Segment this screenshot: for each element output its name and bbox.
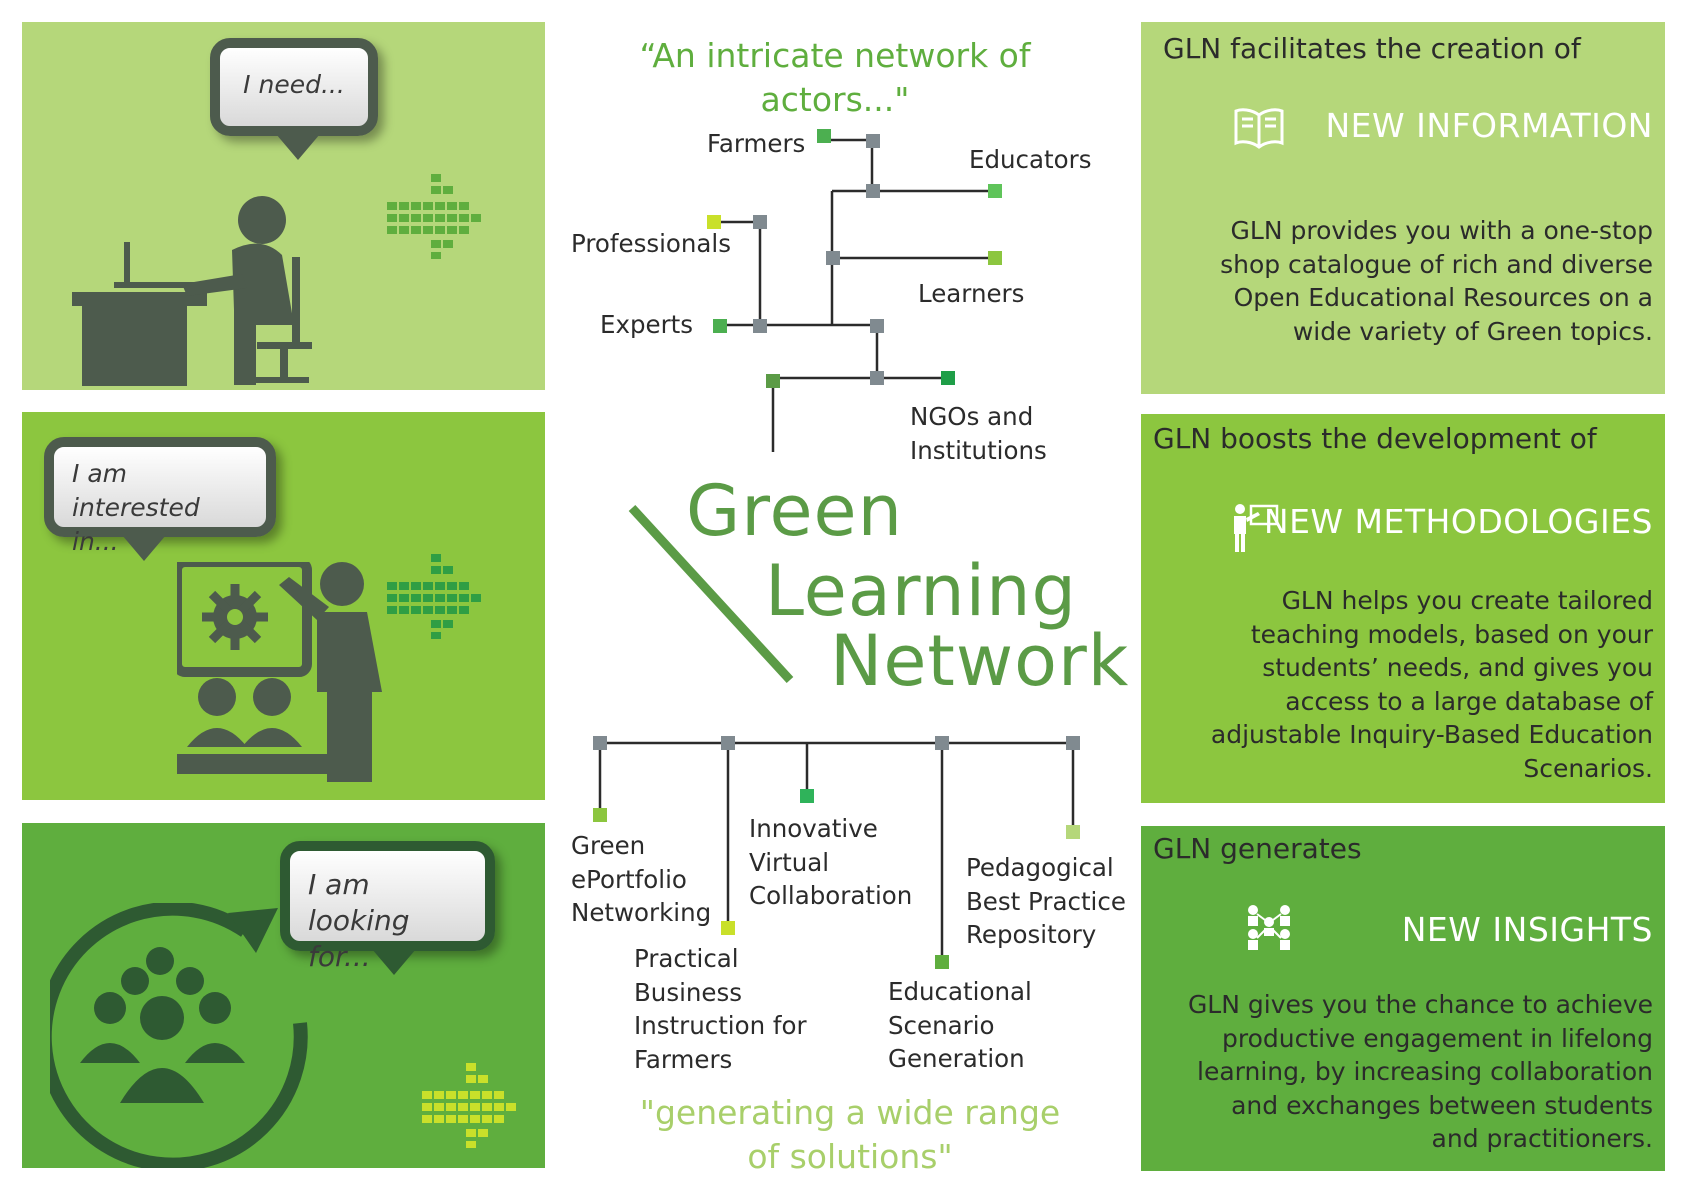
node-business (721, 921, 735, 935)
node-junction (753, 215, 767, 229)
group-cycle-icon (50, 903, 308, 1168)
person-at-desk-icon (72, 196, 312, 386)
bubble-tail (372, 949, 416, 975)
node-professionals (707, 215, 721, 229)
node-learners (988, 251, 1002, 265)
actor-label: Experts (600, 310, 694, 339)
bubble-text: I am looking for... (308, 868, 410, 973)
bubble-tail (276, 134, 320, 160)
node-junction (935, 736, 949, 750)
panel-body: GLN gives you the chance to achieve prod… (1187, 990, 1653, 1153)
right-panel-information: GLN facilitates the creation of NEW INFO… (1141, 22, 1665, 394)
actor-label: Learners (918, 279, 1025, 308)
node-educators (988, 184, 1002, 198)
panel-heading: NEW INSIGHTS (1401, 910, 1653, 949)
node-farmers (817, 129, 831, 143)
node-junction (870, 371, 884, 385)
top-quote: “An intricate network of actors..." (639, 36, 1031, 119)
node-root (766, 374, 780, 388)
node-ngos (941, 371, 955, 385)
bottom-quote: "generating a wide range of solutions" (639, 1093, 1061, 1176)
right-panel-methodologies: GLN boosts the development of NEW METHOD… (1141, 414, 1665, 803)
node-junction (866, 184, 880, 198)
teacher-board-icon (1234, 504, 1279, 552)
logo-word-green: Green (686, 470, 903, 552)
node-junction (866, 134, 880, 148)
bubble-tail (122, 535, 166, 561)
actor-label: NGOs and Institutions (910, 402, 1047, 465)
node-collaboration (800, 789, 814, 803)
solution-label: Innovative Virtual Collaboration (749, 814, 913, 910)
bubble-text: I am interested in... (72, 459, 200, 556)
solution-label: Pedagogical Best Practice Repository (966, 853, 1126, 949)
arrow-right-icon (387, 174, 481, 259)
actor-label: Educators (969, 145, 1092, 174)
panel-heading: NEW METHODOLOGIES (1263, 502, 1653, 541)
node-junction (593, 736, 607, 750)
node-junction (1066, 736, 1080, 750)
node-junction (721, 736, 735, 750)
panel-body: GLN provides you with a one-stop shop ca… (1220, 216, 1653, 346)
node-junction (753, 319, 767, 333)
speech-bubble: I need... (210, 38, 378, 136)
solution-label: Green ePortfolio Networking (571, 831, 712, 927)
panel-body: GLN helps you create tailored teaching m… (1210, 586, 1653, 783)
left-panel-looking: I am looking for... (22, 823, 545, 1168)
node-experts (713, 319, 727, 333)
network-people-icon (1248, 905, 1290, 950)
arrow-right-icon (422, 1063, 516, 1148)
solution-label: Educational Scenario Generation (888, 977, 1032, 1073)
node-junction (826, 251, 840, 265)
node-eportfolio (593, 808, 607, 822)
node-repository (1066, 825, 1080, 839)
logo-word-learning: Learning (765, 550, 1077, 632)
node-scenario (935, 955, 949, 969)
solution-label: Practical Business Instruction for Farme… (634, 944, 807, 1074)
actor-label: Farmers (707, 129, 806, 158)
left-panel-need: I need... (22, 22, 545, 390)
speech-bubble: I am looking for... (280, 841, 495, 973)
arrow-right-icon (387, 554, 481, 639)
logo-slash (628, 504, 794, 684)
panel-intro: GLN boosts the development of (1153, 422, 1597, 455)
right-panel-insights: GLN generates NEW INSIGHTS GLN gives you… (1141, 826, 1665, 1171)
logo-word-network: Network (830, 620, 1130, 702)
speech-bubble: I am interested in... (44, 437, 276, 556)
book-icon (1234, 108, 1284, 149)
bubble-text: I need... (243, 70, 345, 99)
panel-intro: GLN facilitates the creation of (1163, 32, 1581, 65)
left-panel-interested: I am interested in... (22, 412, 545, 800)
panel-heading: NEW INFORMATION (1325, 106, 1653, 145)
presenter-icon (177, 562, 382, 782)
panel-intro: GLN generates (1153, 832, 1362, 865)
node-junction (870, 319, 884, 333)
actor-label: Professionals (571, 229, 732, 258)
